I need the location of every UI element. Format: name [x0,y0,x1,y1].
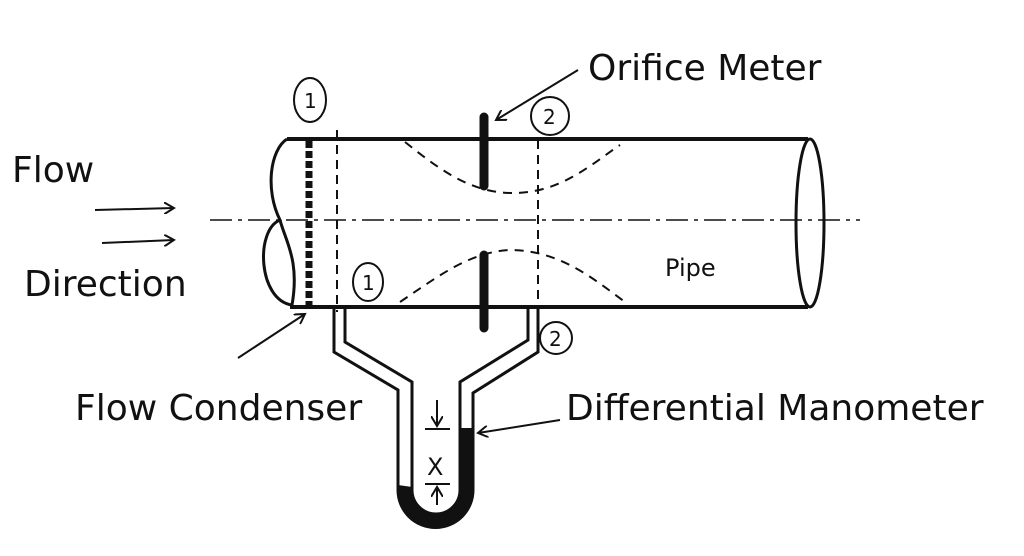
flow-label: Flow [12,150,94,191]
svg-text:2: 2 [549,327,562,351]
svg-text:1: 1 [362,271,375,295]
flow-arrow-2 [101,240,174,243]
height-difference-label: X [427,453,443,481]
condenser-pointer-arrow [237,314,305,359]
pipe-label: Pipe [665,254,716,282]
direction-label: Direction [24,264,187,305]
flow-arrow-1 [94,208,174,210]
svg-text:2: 2 [543,105,556,129]
section-marker-bottom-2: 2 [539,321,573,355]
section-marker-bottom-1: 1 [352,262,384,302]
manometer-pointer-arrow [478,419,561,433]
section-marker-top-1: 1 [293,77,327,123]
streamline-top [404,141,621,195]
svg-text:1: 1 [304,89,317,113]
streamline-bottom [399,248,626,303]
mercury [398,428,473,528]
orifice-pointer-arrow [496,69,579,120]
differential-manometer: X [332,309,540,529]
pipe-right-end [794,137,826,309]
pipe [262,137,826,309]
orifice-meter-label: Orifice Meter [588,48,822,89]
flow-condenser-label: Flow Condenser [75,388,362,429]
differential-manometer-label: Differential Manometer [566,388,984,429]
pipe-left-break [262,137,296,307]
section-marker-top-2: 2 [530,96,570,136]
